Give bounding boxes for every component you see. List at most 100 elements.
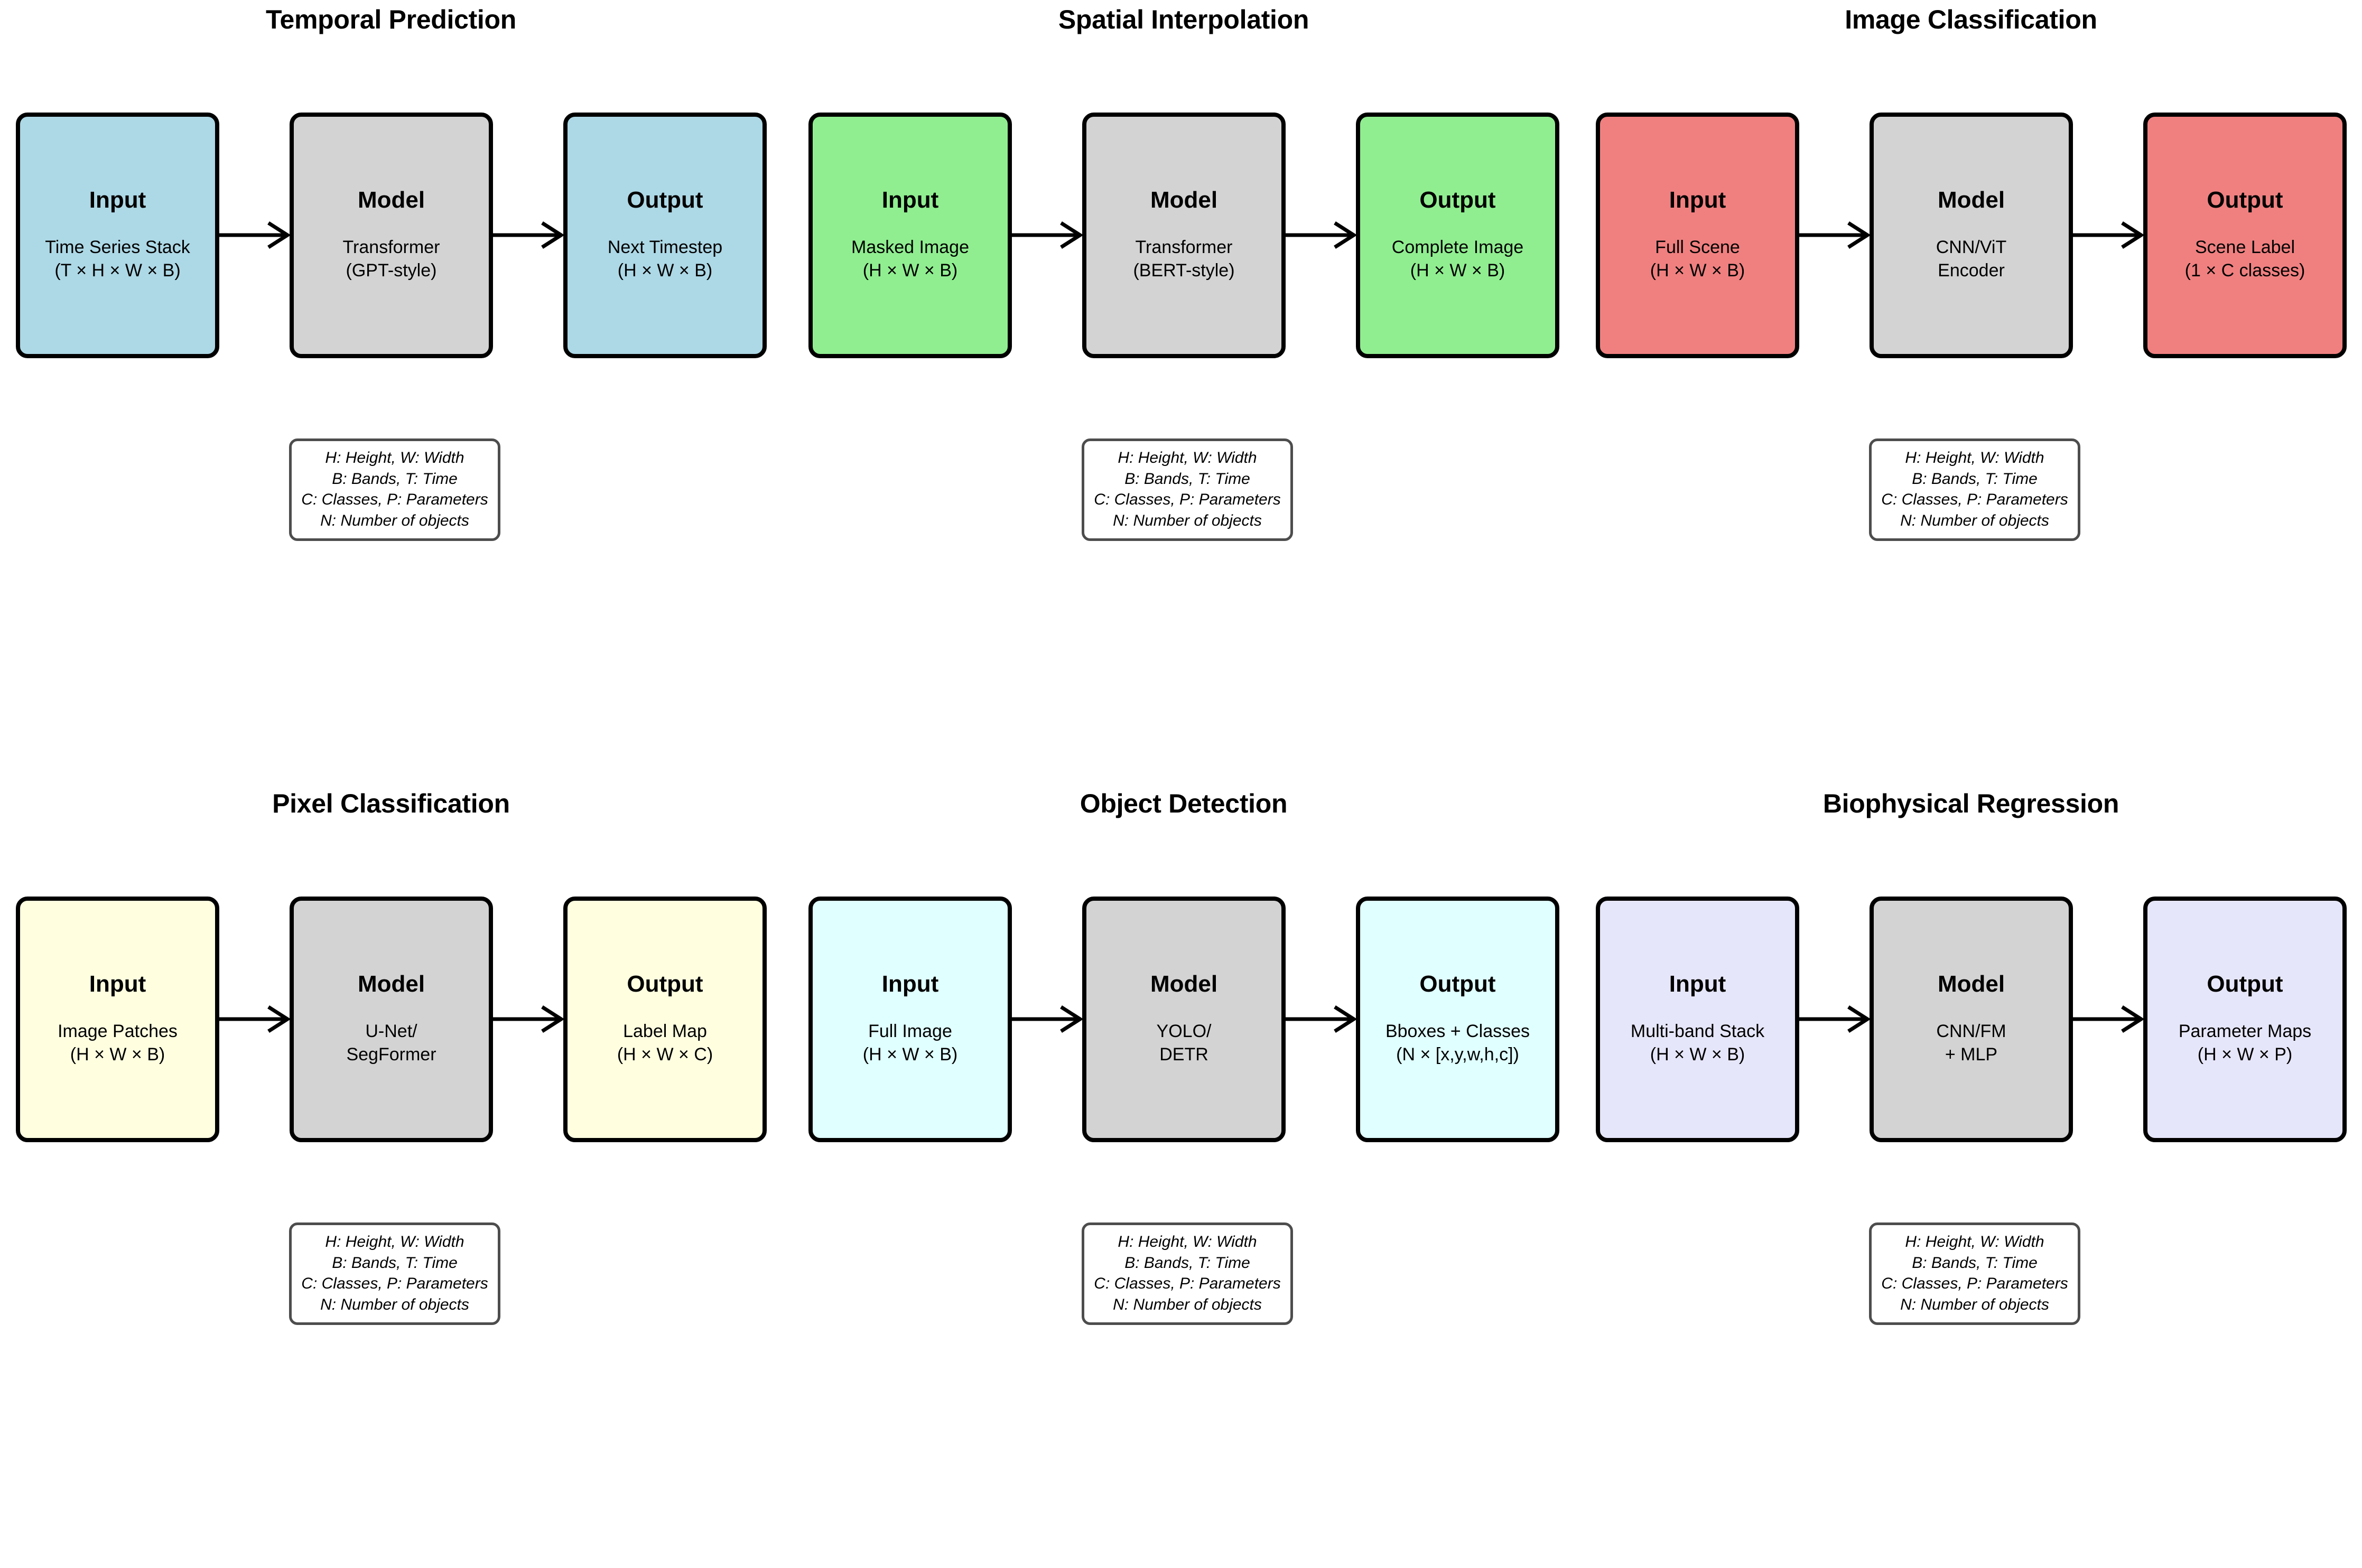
node-description: Multi-band Stack (H × W × B)	[1630, 1021, 1765, 1065]
panel-title: Object Detection	[1080, 789, 1288, 818]
node-description: Masked Image (H × W × B)	[851, 237, 969, 281]
node-role-label: Input	[89, 186, 146, 213]
node-description: Scene Label (1 × C classes)	[2184, 237, 2305, 281]
panel-title: Image Classification	[1845, 5, 2097, 34]
flow-arrow-icon	[1798, 220, 1872, 250]
node-description: Transformer (BERT-style)	[1133, 237, 1235, 281]
flow-arrow-icon	[1010, 1004, 1084, 1034]
legend-line: H: Height, W: Width	[325, 449, 464, 466]
flow-arrow-icon	[2071, 220, 2145, 250]
node-description: U-Net/ SegFormer	[346, 1021, 436, 1065]
legend-line: B: Bands, T: Time	[1912, 1254, 2038, 1272]
legend-line: N: Number of objects	[320, 1295, 469, 1313]
legend-line: B: Bands, T: Time	[1124, 1254, 1250, 1272]
legend-line: N: Number of objects	[1113, 511, 1262, 529]
node-description: Complete Image (H × W × B)	[1391, 237, 1524, 281]
legend-line: B: Bands, T: Time	[1912, 470, 2038, 488]
node-description: Label Map (H × W × C)	[617, 1021, 713, 1065]
node-role-label: Output	[2207, 186, 2283, 213]
node-role-label: Output	[627, 970, 703, 997]
panel-title: Pixel Classification	[272, 789, 510, 818]
node-description: CNN/ViT Encoder	[1936, 237, 2007, 281]
notation-legend: H: Height, W: Width B: Bands, T: Time C: C…	[1082, 438, 1293, 542]
panel-title: Temporal Prediction	[265, 5, 516, 34]
flow-arrow-icon	[491, 220, 565, 250]
legend-line: N: Number of objects	[1900, 511, 2049, 529]
legend-line: B: Bands, T: Time	[1124, 470, 1250, 488]
node-description: Next Timestep (H × W × B)	[607, 237, 723, 281]
legend-line: C: Classes, P: Parameters	[301, 491, 488, 509]
node-role-label: Output	[2207, 970, 2283, 997]
node-role-label: Input	[881, 186, 939, 213]
legend-line: N: Number of objects	[1113, 1295, 1262, 1313]
node-role-label: Model	[1937, 186, 2005, 213]
node-role-label: Input	[1669, 970, 1726, 997]
node-description: Transformer (GPT-style)	[342, 237, 440, 281]
node-role-label: Model	[1150, 970, 1218, 997]
node-description: Full Image (H × W × B)	[862, 1021, 958, 1065]
panel-title: Biophysical Regression	[1822, 789, 2119, 818]
node-role-label: Output	[627, 186, 703, 213]
node-role-label: Input	[881, 970, 939, 997]
legend-line: H: Height, W: Width	[1905, 449, 2044, 466]
flow-arrow-icon	[2071, 1004, 2145, 1034]
node-role-label: Model	[1937, 970, 2005, 997]
node-role-label: Model	[1150, 186, 1218, 213]
flow-arrow-icon	[218, 220, 292, 250]
node-description: CNN/FM + MLP	[1936, 1021, 2006, 1065]
node-description: YOLO/ DETR	[1156, 1021, 1212, 1065]
node-description: Time Series Stack (T × H × W × B)	[45, 237, 190, 281]
legend-line: H: Height, W: Width	[1118, 449, 1257, 466]
node-role-label: Model	[357, 186, 425, 213]
legend-line: B: Bands, T: Time	[332, 1254, 458, 1272]
node-role-label: Output	[1419, 186, 1496, 213]
flow-arrow-icon	[1284, 1004, 1358, 1034]
legend-line: C: Classes, P: Parameters	[1881, 491, 2068, 509]
node-role-label: Input	[89, 970, 146, 997]
flow-arrow-icon	[491, 1004, 565, 1034]
node-role-label: Model	[357, 970, 425, 997]
node-description: Parameter Maps (H × W × P)	[2178, 1021, 2312, 1065]
legend-line: C: Classes, P: Parameters	[1094, 491, 1281, 509]
legend-line: N: Number of objects	[1900, 1295, 2049, 1313]
flow-arrow-icon	[1010, 220, 1084, 250]
legend-line: N: Number of objects	[320, 511, 469, 529]
legend-line: C: Classes, P: Parameters	[1881, 1275, 2068, 1293]
notation-legend: H: Height, W: Width B: Bands, T: Time C: C…	[1869, 438, 2080, 542]
node-role-label: Output	[1419, 970, 1496, 997]
legend-line: C: Classes, P: Parameters	[1094, 1275, 1281, 1293]
